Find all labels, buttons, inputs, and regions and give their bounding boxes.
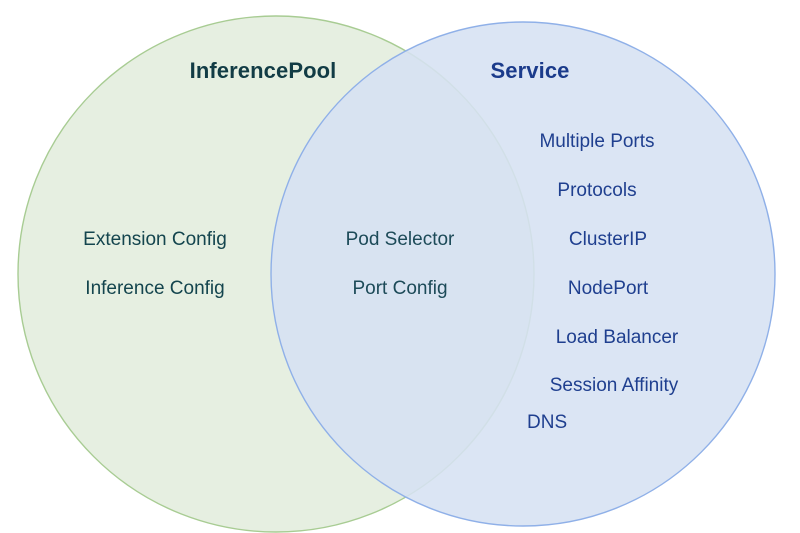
intersection-item-pod-selector: Pod Selector bbox=[345, 229, 455, 250]
right-set-item-clusterip: ClusterIP bbox=[568, 229, 648, 250]
intersection-item-port-config: Port Config bbox=[352, 278, 448, 299]
left-set-title: InferencePool bbox=[189, 58, 337, 83]
right-set-item-session-affinity: Session Affinity bbox=[549, 375, 679, 396]
right-set-item-dns: DNS bbox=[527, 412, 568, 433]
left-set-item-inference-config: Inference Config bbox=[85, 278, 225, 299]
right-set-item-multiple-ports: Multiple Ports bbox=[539, 131, 655, 152]
right-set-item-load-balancer: Load Balancer bbox=[555, 327, 679, 348]
right-set-item-protocols: Protocols bbox=[557, 180, 637, 201]
right-set-title: Service bbox=[490, 58, 570, 83]
right-set-item-nodeport: NodePort bbox=[567, 278, 649, 299]
right-set-circle[interactable] bbox=[270, 21, 776, 527]
left-set-item-extension-config: Extension Config bbox=[83, 229, 227, 250]
